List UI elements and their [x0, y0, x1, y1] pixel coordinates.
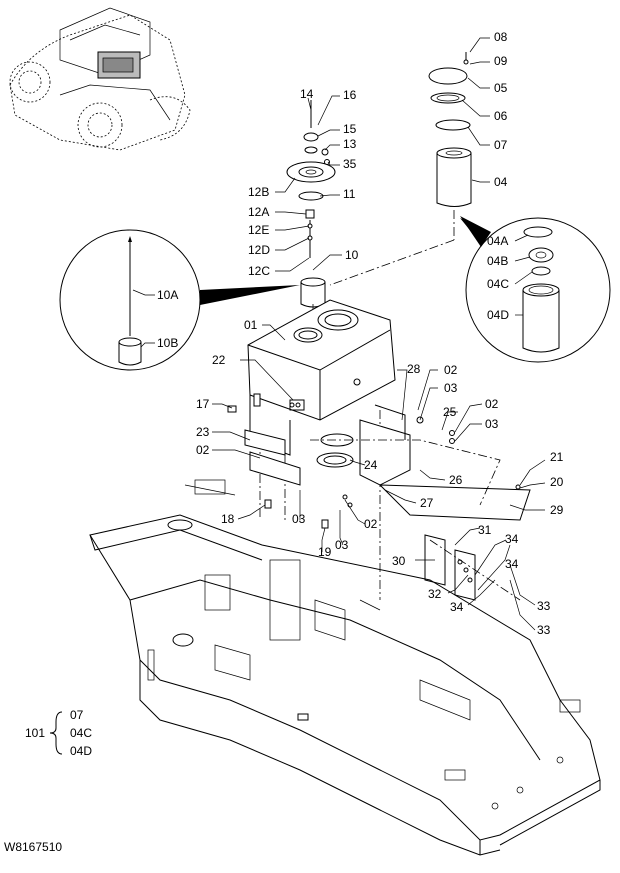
label-02-c: 02	[485, 397, 499, 411]
label-10: 10	[345, 248, 359, 262]
label-04A: 04A	[487, 234, 508, 248]
label-34-b: 34	[505, 557, 519, 571]
label-09: 09	[494, 54, 508, 68]
label-12E: 12E	[248, 223, 269, 237]
label-01: 01	[244, 318, 258, 332]
label-04C: 04C	[487, 277, 509, 291]
label-34-a: 34	[505, 532, 519, 546]
label-28: 28	[407, 362, 421, 376]
label-20: 20	[550, 475, 564, 489]
tank-support-bracket	[310, 404, 531, 521]
label-12C: 12C	[248, 264, 270, 278]
label-04B: 04B	[487, 254, 508, 268]
label-32: 32	[428, 587, 442, 601]
label-30: 30	[392, 554, 406, 568]
lower-flange-parts	[227, 393, 354, 529]
kit-item-3: 04D	[70, 744, 92, 758]
filter-detail-circle	[460, 216, 611, 363]
kit-item-2: 04C	[70, 726, 92, 740]
label-10A: 10A	[157, 288, 178, 302]
label-04D: 04D	[487, 308, 509, 322]
label-17: 17	[196, 397, 210, 411]
label-34-c: 34	[450, 600, 464, 614]
main-frame	[89, 479, 601, 856]
label-16: 16	[343, 88, 357, 102]
kit-item-1: 07	[70, 708, 84, 722]
label-29: 29	[550, 503, 564, 517]
label-10B: 10B	[157, 336, 178, 350]
label-21: 21	[550, 450, 564, 464]
drawing-code: W8167510	[4, 840, 62, 854]
label-22: 22	[212, 353, 226, 367]
oring-07	[435, 119, 471, 131]
label-25: 25	[443, 405, 457, 419]
breather-cap-group	[329, 52, 472, 286]
part-labels: 08 09 05 06 07 04 14 16 15 13 35 12B 11 …	[4, 30, 564, 854]
label-27: 27	[420, 496, 434, 510]
label-19: 19	[318, 545, 332, 559]
leaders-lower	[212, 324, 546, 631]
ring-06	[430, 92, 466, 104]
label-23: 23	[196, 425, 210, 439]
label-26: 26	[449, 473, 463, 487]
leaders-top-right	[461, 37, 490, 183]
label-04: 04	[494, 175, 508, 189]
label-13: 13	[343, 137, 357, 151]
label-33-b: 33	[537, 623, 551, 637]
label-24: 24	[364, 458, 378, 472]
label-05: 05	[494, 81, 508, 95]
label-15: 15	[343, 122, 357, 136]
kit-brace	[49, 711, 63, 755]
label-12A: 12A	[248, 205, 269, 219]
side-brackets	[424, 534, 476, 601]
label-12D: 12D	[248, 243, 270, 257]
label-33-a: 33	[537, 599, 551, 613]
label-11: 11	[343, 187, 356, 201]
label-08: 08	[494, 30, 508, 44]
label-02-b: 02	[444, 363, 458, 377]
label-35: 35	[343, 157, 357, 171]
center-parts-stack	[286, 100, 336, 332]
label-31: 31	[478, 523, 492, 537]
machine-overview-thumbnail	[9, 7, 191, 151]
label-03-a: 03	[444, 381, 458, 395]
label-02-a: 02	[196, 443, 210, 457]
cap-05	[428, 67, 468, 85]
label-02-d: 02	[364, 517, 378, 531]
label-14: 14	[300, 87, 314, 101]
gauge-detail-circle	[59, 229, 300, 371]
label-03-b: 03	[485, 417, 499, 431]
label-07: 07	[494, 138, 508, 152]
filter-04	[436, 153, 472, 207]
label-03-d: 03	[335, 538, 349, 552]
label-06: 06	[494, 109, 508, 123]
leaders-center	[275, 95, 342, 272]
kit-number: 101	[25, 726, 45, 740]
label-18: 18	[221, 512, 235, 526]
label-12B: 12B	[248, 185, 269, 199]
hydraulic-tank	[247, 299, 396, 600]
label-03-c: 03	[292, 512, 306, 526]
